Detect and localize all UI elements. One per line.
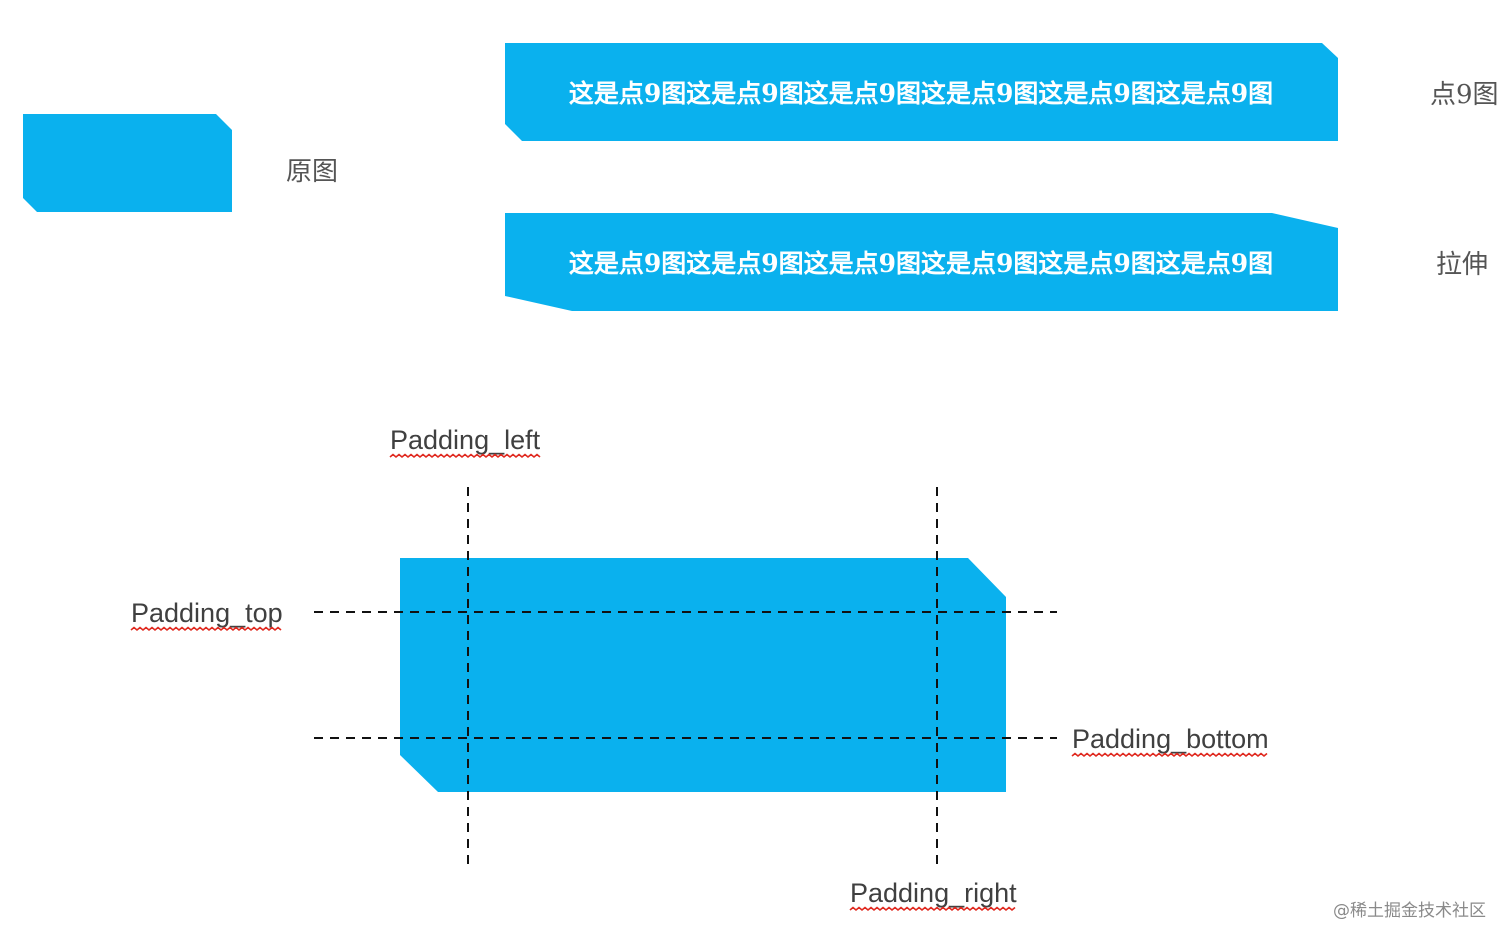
- padding-right-label: Padding_right: [850, 878, 1017, 908]
- padding-right-squiggle: [849, 906, 1016, 912]
- padding-left-squiggle: [389, 453, 541, 459]
- padding-left-label: Padding_left: [390, 425, 541, 455]
- nine-patch-bubble-text: 这是点9图这是点9图这是点9图这是点9图这是点9图这是点9图: [569, 79, 1273, 108]
- padding-bottom-squiggle: [1071, 752, 1268, 758]
- padding-top-label: Padding_top: [131, 598, 283, 628]
- watermark: @稀土掘金技术社区: [1333, 901, 1486, 921]
- original-shape: [23, 114, 232, 212]
- padding-bottom-label: Padding_bottom: [1072, 724, 1269, 754]
- stretched-bubble: [505, 213, 1338, 311]
- stretched-label: 拉伸: [1436, 250, 1488, 280]
- stretched-bubble-text: 这是点9图这是点9图这是点9图这是点9图这是点9图这是点9图: [569, 249, 1273, 278]
- nine-patch-label: 点9图: [1430, 80, 1499, 110]
- padding-top-squiggle: [130, 626, 282, 632]
- nine-patch-bubble: [505, 43, 1338, 141]
- original-label: 原图: [286, 157, 338, 187]
- padding-shape: [400, 558, 1006, 792]
